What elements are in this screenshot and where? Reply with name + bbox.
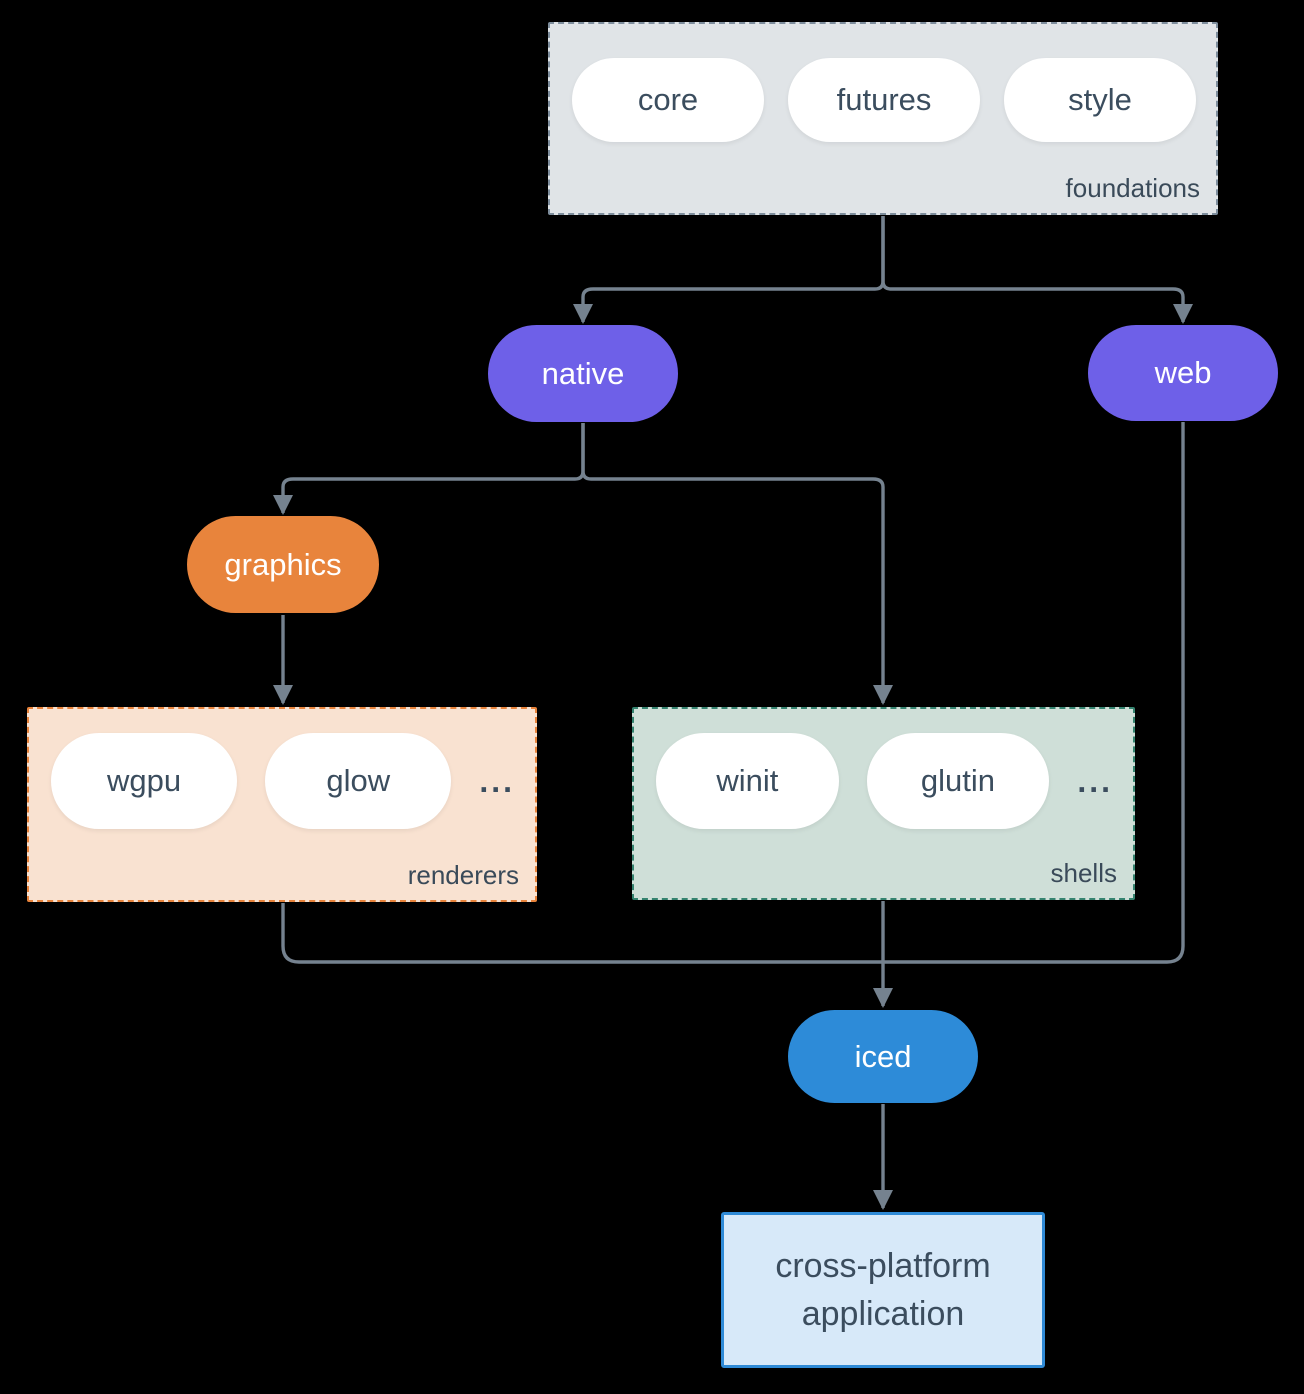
node-glow: glow <box>265 733 452 829</box>
renderers-group-label: renderers <box>407 860 519 890</box>
renderers-ellipsis: ... <box>479 762 515 799</box>
foundations-pill-row: core futures style <box>572 58 1196 142</box>
node-wgpu: wgpu <box>51 733 238 829</box>
node-native-label: native <box>541 355 625 391</box>
node-iced: iced <box>788 1010 978 1103</box>
node-glutin-label: glutin <box>920 763 996 798</box>
shells-pill-row: winit glutin ... <box>656 733 1113 829</box>
connector-foundations-web <box>881 216 1193 324</box>
node-native: native <box>488 325 678 422</box>
node-web: web <box>1088 325 1278 421</box>
node-style-label: style <box>1068 82 1132 117</box>
foundations-group-label: foundations <box>1065 173 1200 203</box>
node-graphics-label: graphics <box>224 546 342 582</box>
node-web-label: web <box>1154 355 1212 390</box>
node-winit-label: winit <box>716 763 779 798</box>
node-style: style <box>1004 58 1196 142</box>
connector-foundations-native <box>573 216 885 324</box>
node-futures-label: futures <box>836 82 932 117</box>
connector-native-shells <box>581 423 893 705</box>
application-label-line2: application <box>801 1295 965 1333</box>
shells-ellipsis: ... <box>1077 762 1113 799</box>
application-label-line1: cross-platform <box>775 1247 991 1285</box>
node-graphics: graphics <box>187 516 379 613</box>
node-glutin: glutin <box>866 733 1050 829</box>
node-core-label: core <box>637 82 699 117</box>
group-renderers: wgpu glow ... renderers <box>27 707 537 902</box>
node-cross-platform-application: cross-platform application <box>721 1212 1045 1368</box>
node-wgpu-label: wgpu <box>107 763 182 798</box>
node-glow-label: glow <box>326 763 391 798</box>
node-winit: winit <box>656 733 839 829</box>
shells-group-label: shells <box>1050 858 1117 888</box>
node-iced-label: iced <box>854 1038 912 1074</box>
group-shells: winit glutin ... shells <box>632 707 1135 900</box>
connector-renderers-merge <box>281 903 883 964</box>
renderers-pill-row: wgpu glow ... <box>51 733 515 829</box>
connector-native-graphics <box>273 423 585 515</box>
node-core: core <box>572 58 764 142</box>
node-futures: futures <box>788 58 980 142</box>
group-foundations: core futures style foundations <box>548 22 1218 215</box>
